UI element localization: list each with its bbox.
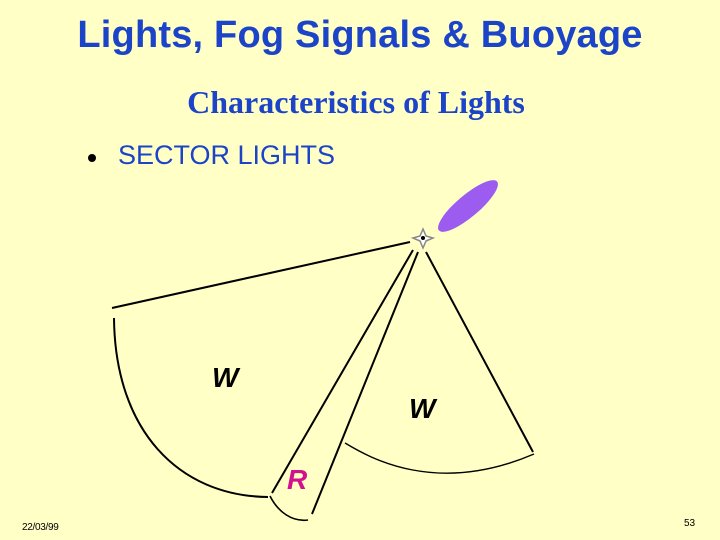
slide-subtitle: Characteristics of Lights bbox=[187, 84, 525, 120]
page-number: 53 bbox=[684, 518, 696, 529]
footer-date: 22/03/99 bbox=[22, 522, 59, 533]
bullet-item: SECTOR LIGHTS bbox=[88, 140, 335, 171]
white-sector-left-arc bbox=[113, 317, 269, 498]
bullet-dot-icon bbox=[88, 153, 96, 162]
white-sector-right-arc bbox=[344, 442, 535, 474]
lighthouse-star-icon bbox=[410, 227, 436, 250]
light-beam-icon bbox=[438, 180, 498, 232]
sector-limit-line-left bbox=[111, 241, 411, 309]
sector-limit-line-center-right bbox=[311, 251, 419, 515]
sector-limit-line-center-left bbox=[271, 249, 414, 494]
sector-middle-label: R bbox=[287, 464, 308, 495]
slide-title: Lights, Fog Signals & Buoyage bbox=[77, 14, 643, 56]
sector-right-label: W bbox=[409, 393, 438, 424]
sector-left-label: W bbox=[212, 362, 241, 393]
red-sector-arc bbox=[269, 495, 309, 521]
sector-limit-line-right bbox=[425, 251, 534, 453]
bullet-text: SECTOR LIGHTS bbox=[118, 140, 336, 170]
